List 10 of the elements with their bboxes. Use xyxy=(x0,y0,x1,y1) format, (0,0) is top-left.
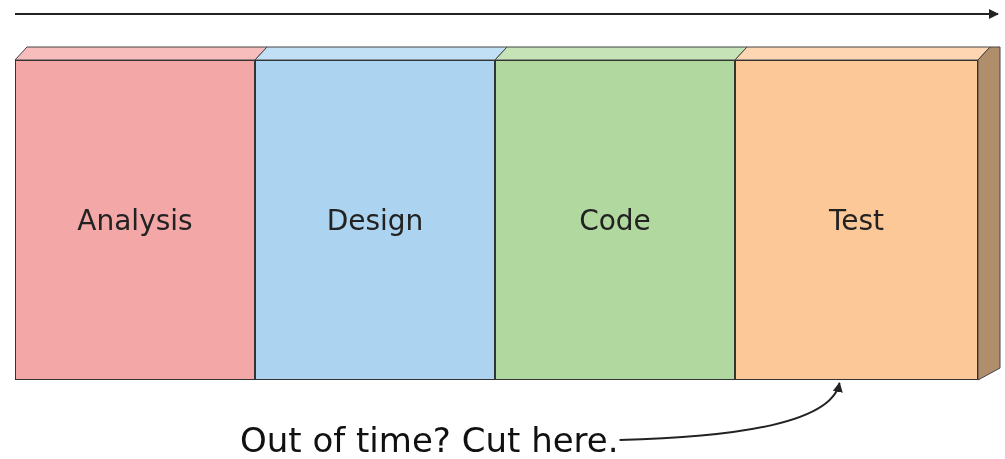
phase-block xyxy=(255,60,495,380)
note-text: Out of time? Cut here. xyxy=(240,418,619,459)
phase-block xyxy=(15,60,255,380)
phase-block xyxy=(735,60,978,380)
phase-label: Design xyxy=(326,203,424,237)
phase-label: Test xyxy=(828,203,885,237)
phase-label: Analysis xyxy=(77,203,193,237)
phase-block xyxy=(495,60,735,380)
phase-label: Code xyxy=(579,203,651,237)
curved-arrow xyxy=(618,382,842,441)
